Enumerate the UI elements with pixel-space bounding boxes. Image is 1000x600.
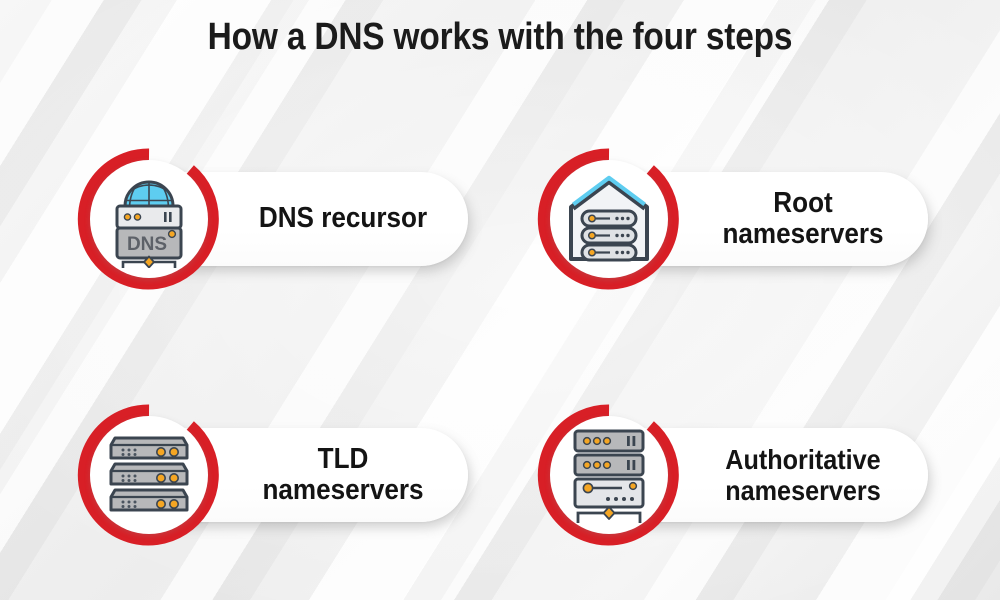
card-authoritative-nameservers[interactable]: Authoritative nameservers xyxy=(537,404,928,546)
svg-text:DNS: DNS xyxy=(127,234,167,255)
card-tld-nameservers[interactable]: TLD nameservers xyxy=(77,404,468,546)
page-title: How a DNS works with the four steps xyxy=(207,16,793,58)
card-label: Authoritative nameservers xyxy=(725,443,881,506)
house-server-rack-icon xyxy=(550,160,668,278)
card-label: TLD nameservers xyxy=(262,442,424,506)
card-root-nameservers[interactable]: Root nameservers xyxy=(537,148,928,290)
dns-server-globe-icon: DNS xyxy=(90,160,208,278)
card-label: Root nameservers xyxy=(722,186,884,250)
card-label: DNS recursor xyxy=(258,202,428,235)
card-badge xyxy=(74,400,224,550)
authoritative-server-stack-icon xyxy=(550,416,668,534)
server-stack-icon xyxy=(90,416,208,534)
card-badge xyxy=(534,144,684,294)
card-badge: DNS xyxy=(74,144,224,294)
card-badge xyxy=(534,400,684,550)
card-dns-recursor[interactable]: DNS recursor xyxy=(77,148,468,290)
